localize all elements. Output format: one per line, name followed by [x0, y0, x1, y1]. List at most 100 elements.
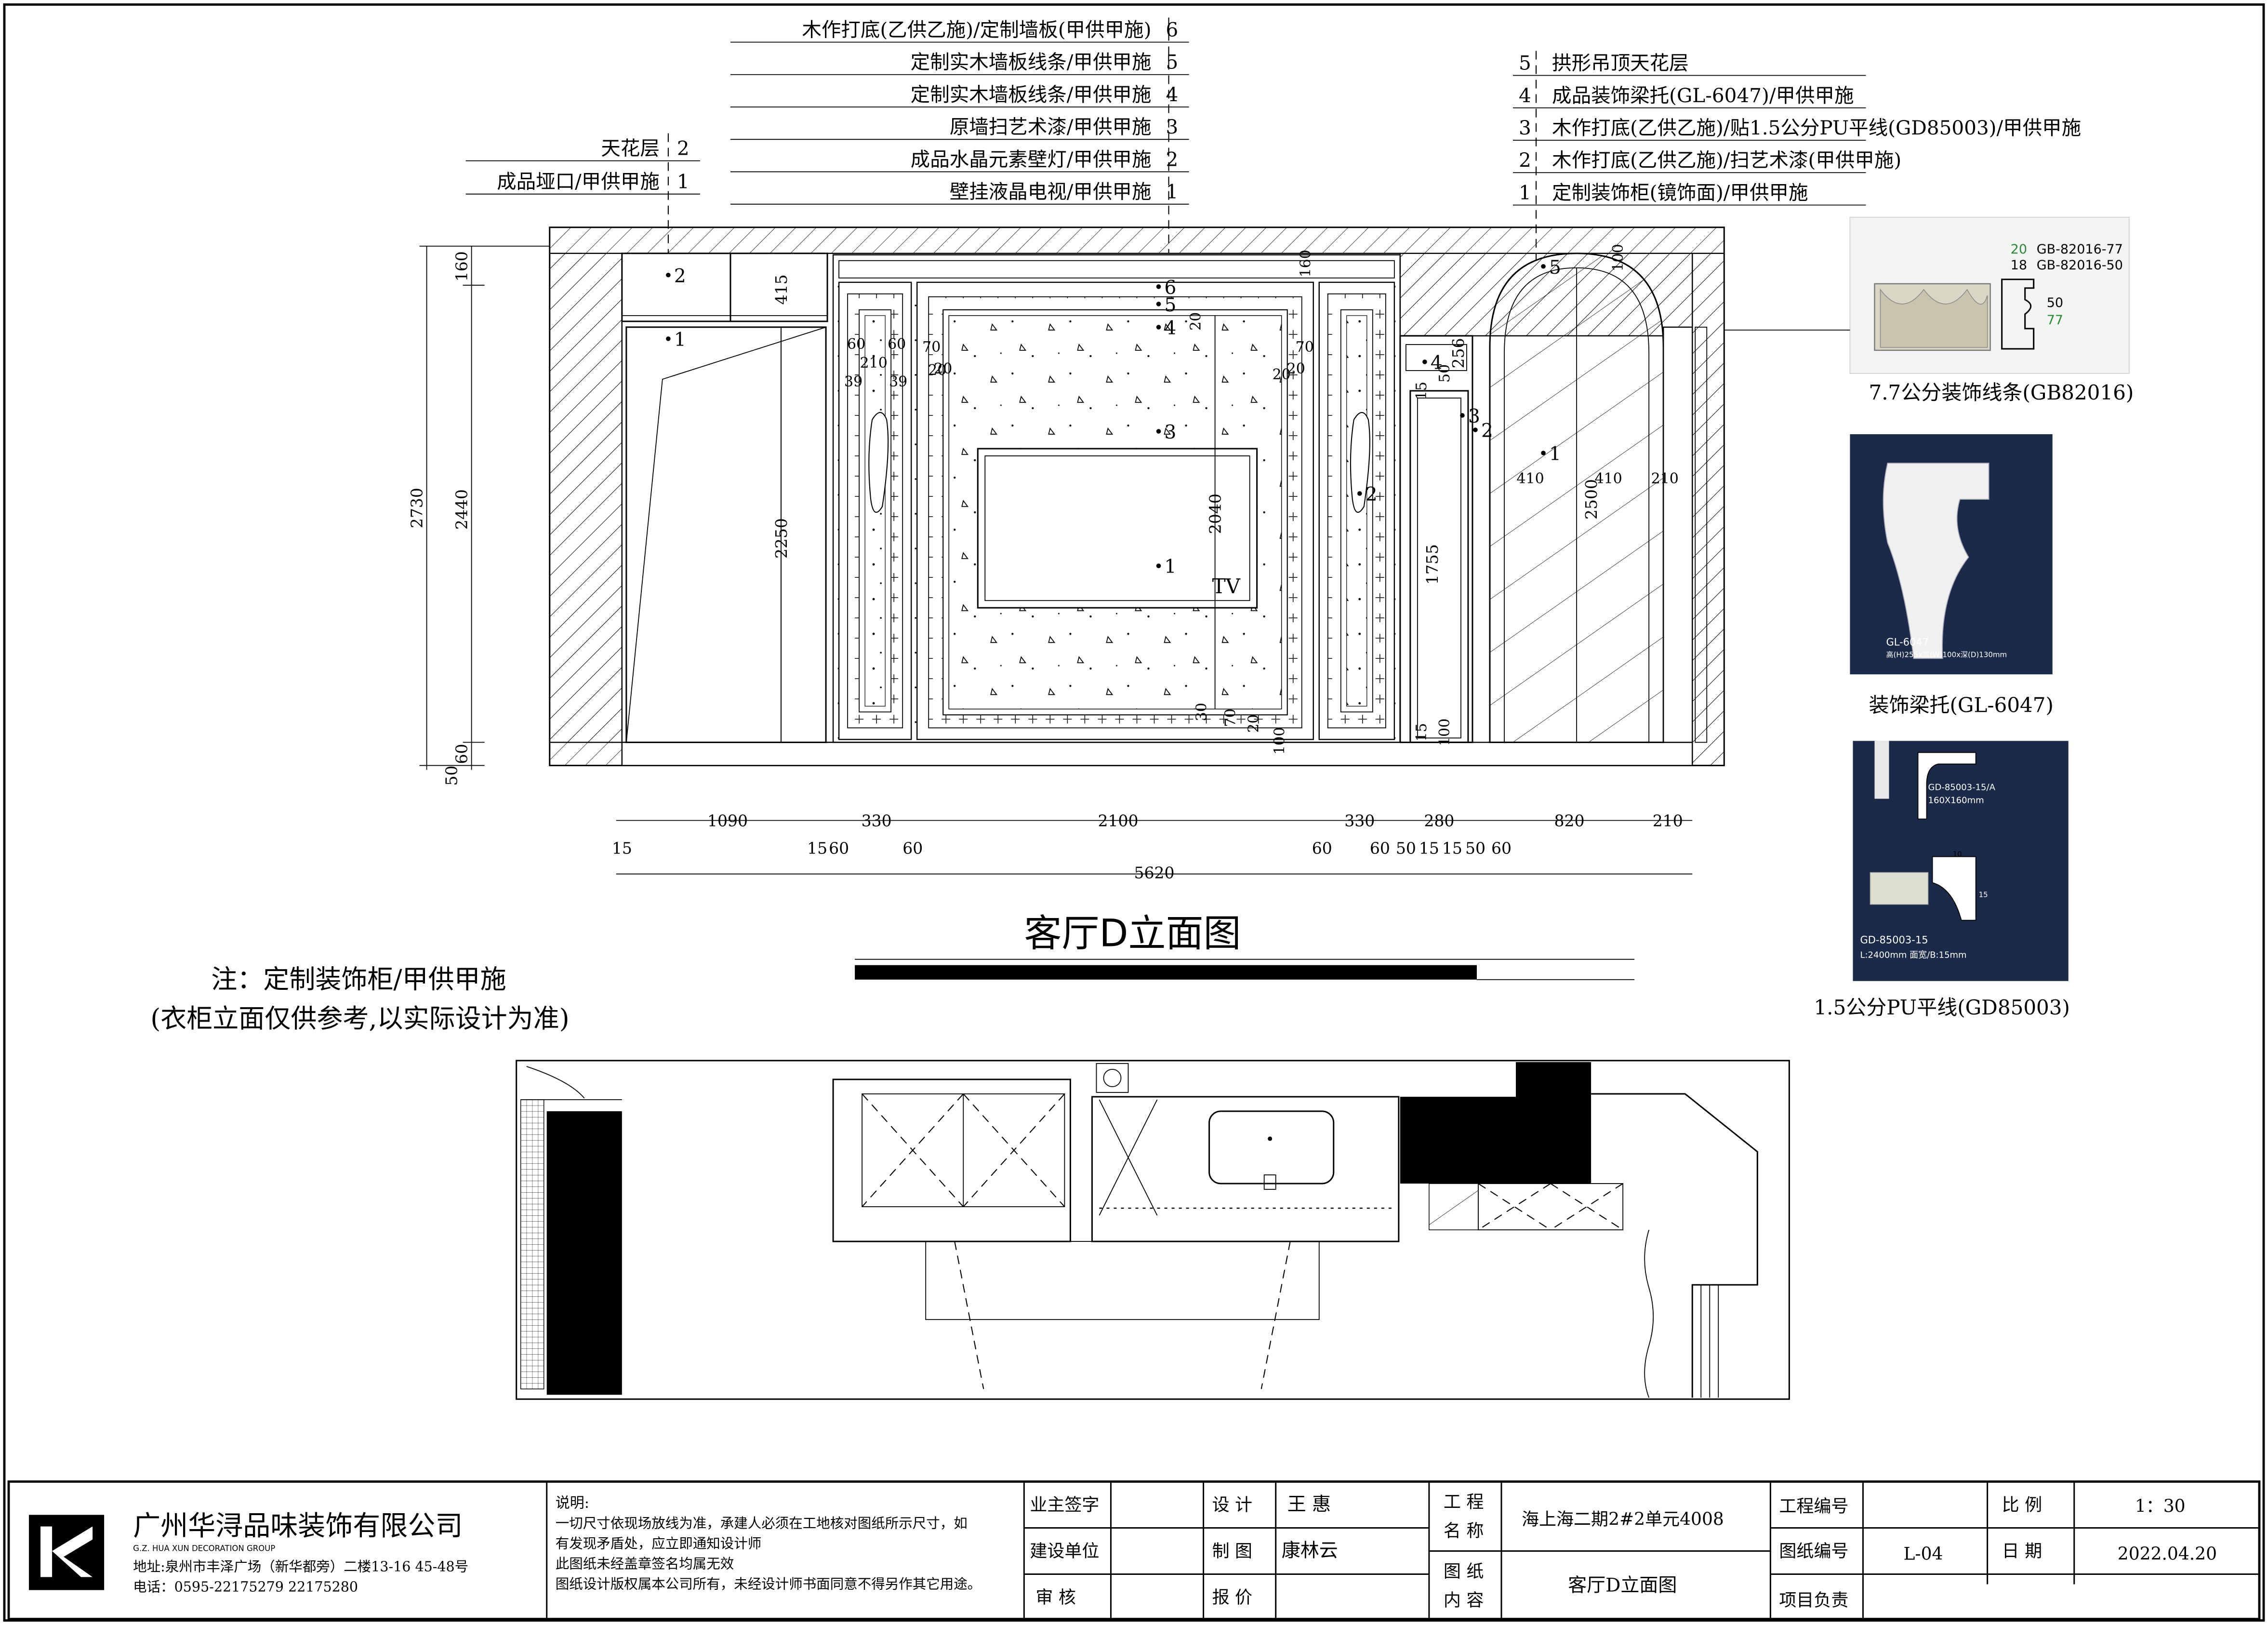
project-no-label: 工程编号	[1779, 1496, 1848, 1516]
dim-bottom-small-4: 60	[1312, 839, 1332, 858]
marker-right-5: 5	[1549, 257, 1561, 279]
marker-left-1: 1	[674, 329, 686, 351]
notes-line-3: 此图纸未经盖章签名均属无效	[556, 1556, 734, 1572]
dim-bottom-small-0: 15	[612, 839, 632, 858]
notes-title: 说明:	[556, 1494, 589, 1511]
right-number-5: 5	[1519, 52, 1531, 75]
dim-total-width: 5620	[1134, 864, 1175, 882]
dim-detail-21: 50	[1436, 364, 1453, 383]
dim-bottom-6: 210	[1653, 812, 1683, 830]
drafter-name: 康林云	[1282, 1540, 1338, 1561]
sample-1-code-2: GB-82016-50	[2037, 258, 2123, 273]
dim-floor-height: 50	[442, 765, 461, 786]
dim-detail-17: 410	[1516, 470, 1544, 487]
sample-3-num-1: 10	[1953, 850, 1962, 859]
dim-detail-14: 20	[1246, 714, 1262, 733]
dim-cabinet-height: 1755	[1423, 544, 1442, 585]
drawing-content: 客厅D立面图	[1568, 1575, 1677, 1597]
title-underline	[855, 965, 1477, 980]
right-label-3: 木作打底(乙供乙施)/贴1.5公分PU平线(GD85003)/甲供甲施	[1552, 116, 2081, 139]
dim-detail-8: 20	[934, 360, 952, 377]
sample-3-num-2: 15	[1979, 891, 1988, 899]
sample-1-num-1: 20	[2011, 242, 2027, 257]
title-block: 广州华浔品味装饰有限公司 G.Z. HUA XUN DECORATION GRO…	[7, 1480, 2261, 1620]
dim-bottom-small-3: 60	[902, 839, 923, 858]
dim-detail-23: 100	[1436, 719, 1453, 746]
marker-left-2: 2	[674, 266, 686, 287]
center-number-3: 3	[1166, 115, 1179, 138]
content-label-1: 图 纸	[1444, 1562, 1484, 1582]
sample-3-code-1: GD-85003-15/A	[1928, 782, 1996, 792]
draw-label: 制 图	[1212, 1541, 1252, 1561]
dim-detail-6: 39	[889, 373, 907, 390]
dim-base-height: 60	[452, 744, 471, 764]
sample-moulding-gb82016: GB-82016-77 GB-82016-50 20 18 50 77 7.7公…	[1849, 216, 2134, 404]
sample-2-code-2: 高(H)255x宽(W)100x深(D)130mm	[1886, 650, 2007, 659]
drawing-title: 客厅D立面图	[1024, 912, 1241, 956]
center-number-1: 1	[1166, 180, 1179, 203]
marker-center-3: 3	[1165, 422, 1177, 443]
marker-right-1: 1	[1549, 443, 1561, 465]
dim-upper-box-height: 256	[1449, 338, 1468, 368]
right-label-1: 定制装饰柜(镜饰面)/甲供甲施	[1552, 181, 1808, 204]
scale-label: 比 例	[2002, 1495, 2042, 1515]
sample-1-caption: 7.7公分装饰线条(GB82016)	[1869, 381, 2134, 404]
right-number-2: 2	[1519, 148, 1531, 172]
notes-line-4: 图纸设计版权属本公司所有，未经设计师书面同意不得另作其它用途。	[556, 1576, 981, 1592]
marker-center-2: 2	[1366, 484, 1378, 506]
elevation-drawing: TV	[549, 226, 1725, 766]
company-address: 地址:泉州市丰泽广场（新华都旁）二楼13-16 45-48号	[133, 1559, 468, 1575]
dim-detail-13: 70	[1222, 708, 1239, 727]
date-label: 日 期	[2002, 1541, 2042, 1561]
sheet-border	[3, 3, 2265, 1622]
sample-3-caption: 1.5公分PU平线(GD85003)	[1814, 996, 2070, 1019]
dimension-lines	[419, 245, 1693, 875]
sample-3-code-2: 160X160mm	[1928, 795, 1984, 805]
marker-center-5: 5	[1165, 294, 1177, 316]
center-label-3: 原墙扫艺术漆/甲供甲施	[950, 115, 1152, 138]
dim-detail-16: 160	[1298, 250, 1314, 277]
dim-wall-height: 2440	[452, 489, 471, 530]
dim-detail-20: 100	[1610, 244, 1627, 271]
sample-2-code-1: GL-6047	[1886, 636, 1929, 648]
dim-bottom-small-6: 50	[1396, 839, 1416, 858]
dim-ceiling-height: 160	[452, 251, 471, 281]
dim-lintel-height: 415	[772, 274, 791, 305]
note-line-1: 注：定制装饰柜/甲供甲施	[211, 964, 506, 995]
project-name-label-2: 名 称	[1444, 1521, 1484, 1541]
drawing-no-label: 图纸编号	[1779, 1541, 1848, 1561]
sample-1-num-4: 77	[2047, 313, 2063, 328]
date-value: 2022.04.20	[2118, 1544, 2217, 1564]
dim-detail-2: 210	[860, 355, 888, 372]
center-number-6: 6	[1166, 18, 1179, 41]
lead-label: 项目负责	[1779, 1591, 1848, 1611]
dim-detail-12: 30	[1194, 703, 1210, 721]
company-name-en: G.Z. HUA XUN DECORATION GROUP	[133, 1544, 275, 1553]
left-label-1: 成品垭口/甲供甲施	[497, 170, 660, 193]
owner-sign-label: 业主签字	[1030, 1495, 1099, 1515]
dim-bottom-3: 330	[1344, 812, 1375, 830]
sample-3-code-4: L:2400mm 面宽/B:15mm	[1860, 950, 1966, 960]
dimension-text: 2730160244060504152250204017552500256109…	[408, 244, 1683, 882]
dim-detail-10: 20	[1287, 360, 1305, 377]
tv-label: TV	[1212, 574, 1241, 598]
center-label-4: 定制实木墙板线条/甲供甲施	[911, 83, 1152, 106]
dim-detail-9: 70	[1296, 339, 1314, 356]
left-number-2: 2	[677, 137, 690, 160]
dim-detail-5: 20	[1273, 366, 1291, 383]
sample-corbel-gl6047: GL-6047 高(H)255x宽(W)100x深(D)130mm 装饰梁托(G…	[1850, 434, 2054, 717]
dim-mirror-height: 2500	[1582, 479, 1601, 519]
dim-detail-1: 60	[888, 336, 906, 353]
dim-bottom-0: 1090	[707, 812, 748, 830]
center-label-1: 壁挂液晶电视/甲供甲施	[950, 180, 1152, 203]
build-unit-label: 建设单位	[1030, 1541, 1099, 1561]
marker-right-4: 4	[1431, 352, 1443, 374]
sample-1-code-1: GB-82016-77	[2037, 242, 2123, 257]
company-phone: 电话：0595-22175279 22175280	[133, 1579, 358, 1595]
dim-bottom-small-2: 60	[829, 839, 849, 858]
right-number-3: 3	[1519, 116, 1531, 139]
project-name: 海上海二期2#2单元4008	[1522, 1509, 1724, 1529]
